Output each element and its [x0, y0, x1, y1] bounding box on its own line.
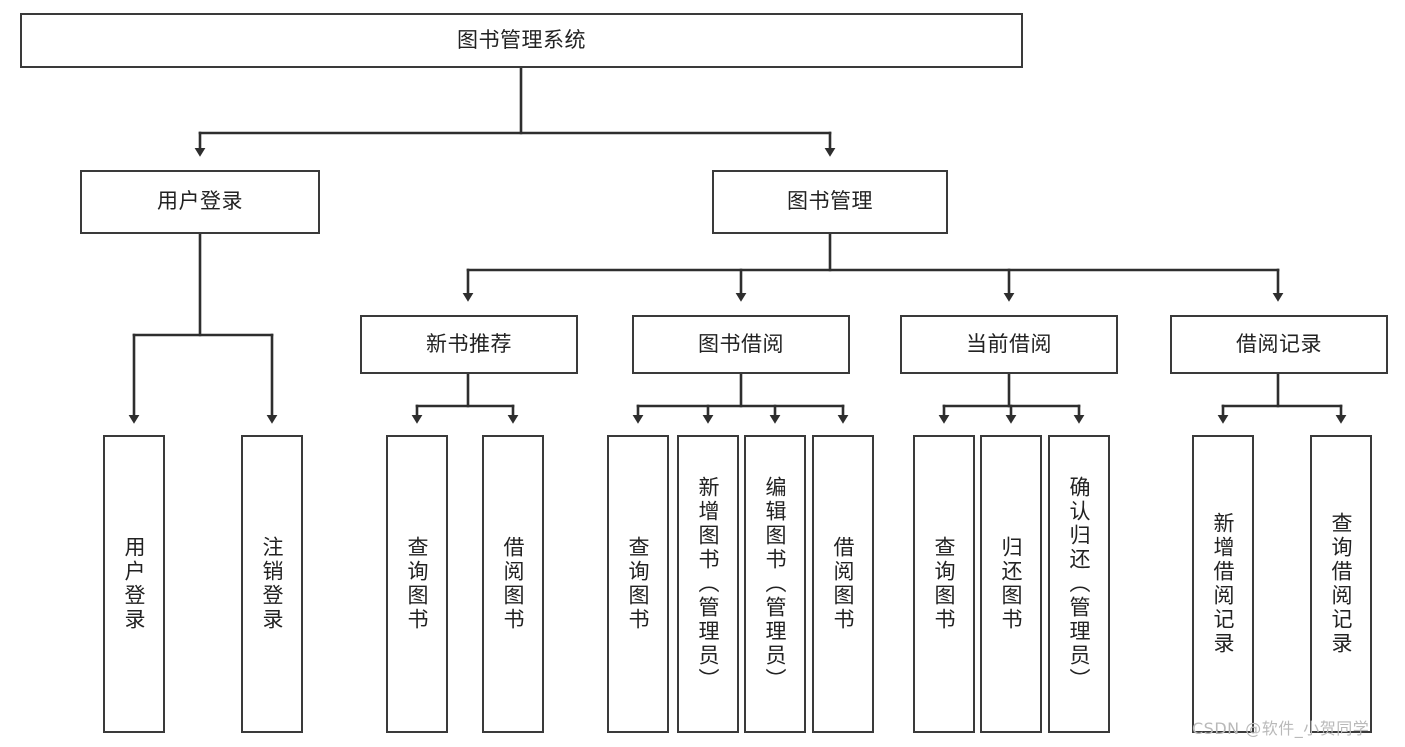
- node-book-borrow[interactable]: 图书借阅: [632, 315, 850, 374]
- node-leaf-add-book[interactable]: 新增图书（管理员）: [677, 435, 739, 733]
- node-leaf-user-login-label: 用户登录: [122, 536, 147, 632]
- node-leaf-confirm-return[interactable]: 确认归还（管理员）: [1048, 435, 1110, 733]
- node-leaf-edit-book-label: 编辑图书（管理员）: [763, 476, 788, 692]
- node-leaf-query-book-2-label: 查询图书: [626, 536, 651, 632]
- node-leaf-add-record-label: 新增借阅记录: [1211, 512, 1236, 656]
- node-leaf-query-book-3[interactable]: 查询图书: [913, 435, 975, 733]
- node-current-borrow-label: 当前借阅: [966, 331, 1052, 356]
- node-current-borrow[interactable]: 当前借阅: [900, 315, 1118, 374]
- node-user-login[interactable]: 用户登录: [80, 170, 320, 234]
- node-user-login-label: 用户登录: [157, 189, 243, 214]
- node-leaf-query-record[interactable]: 查询借阅记录: [1310, 435, 1372, 733]
- node-leaf-confirm-return-label: 确认归还（管理员）: [1067, 476, 1092, 692]
- node-leaf-borrow-book-2[interactable]: 借阅图书: [812, 435, 874, 733]
- node-leaf-query-book-1[interactable]: 查询图书: [386, 435, 448, 733]
- node-leaf-borrow-book-1[interactable]: 借阅图书: [482, 435, 544, 733]
- node-leaf-borrow-book-1-label: 借阅图书: [501, 536, 526, 632]
- node-book-manage[interactable]: 图书管理: [712, 170, 948, 234]
- node-root[interactable]: 图书管理系统: [20, 13, 1023, 68]
- node-leaf-logout-label: 注销登录: [260, 536, 285, 632]
- node-leaf-query-book-3-label: 查询图书: [932, 536, 957, 632]
- node-new-book-recommend[interactable]: 新书推荐: [360, 315, 578, 374]
- node-leaf-edit-book[interactable]: 编辑图书（管理员）: [744, 435, 806, 733]
- node-book-borrow-label: 图书借阅: [698, 331, 784, 356]
- node-leaf-add-book-label: 新增图书（管理员）: [696, 476, 721, 692]
- node-leaf-query-record-label: 查询借阅记录: [1329, 512, 1354, 656]
- node-leaf-add-record[interactable]: 新增借阅记录: [1192, 435, 1254, 733]
- node-new-book-recommend-label: 新书推荐: [426, 331, 512, 356]
- watermark-text: CSDN @软件_小贺同学: [1192, 719, 1370, 738]
- node-leaf-user-login[interactable]: 用户登录: [103, 435, 165, 733]
- node-borrow-record-label: 借阅记录: [1236, 331, 1322, 356]
- node-leaf-query-book-2[interactable]: 查询图书: [607, 435, 669, 733]
- node-borrow-record[interactable]: 借阅记录: [1170, 315, 1388, 374]
- node-leaf-query-book-1-label: 查询图书: [405, 536, 430, 632]
- node-book-manage-label: 图书管理: [787, 189, 873, 214]
- node-leaf-logout[interactable]: 注销登录: [241, 435, 303, 733]
- node-leaf-return-book[interactable]: 归还图书: [980, 435, 1042, 733]
- node-leaf-return-book-label: 归还图书: [999, 536, 1024, 632]
- node-leaf-borrow-book-2-label: 借阅图书: [831, 536, 856, 632]
- node-root-label: 图书管理系统: [457, 27, 586, 52]
